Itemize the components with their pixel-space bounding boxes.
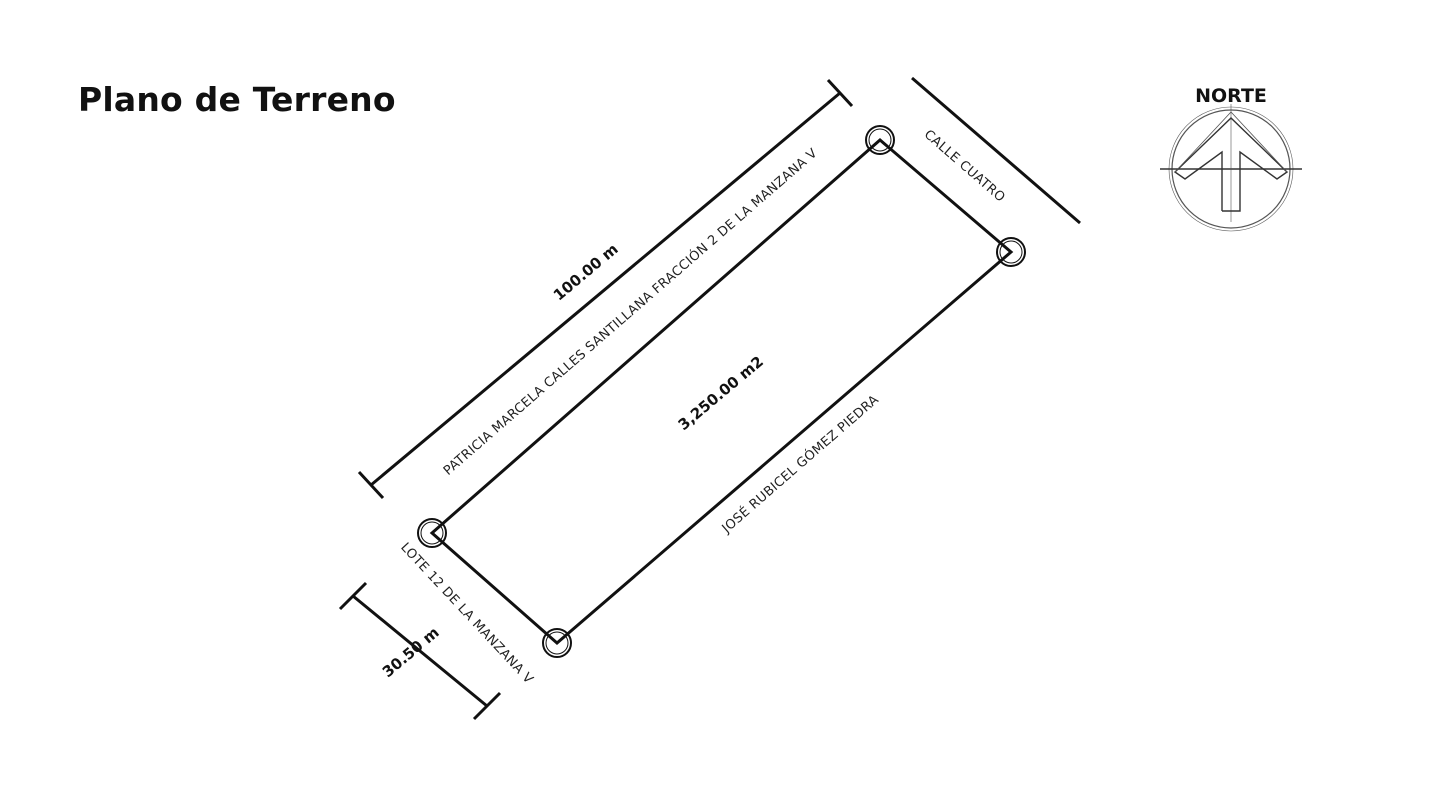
northwest-boundary-label: PATRICIA MARCELA CALLES SANTILLANA FRACC…	[440, 145, 820, 479]
street-line	[911, 76, 1081, 225]
corner-marker-east	[996, 237, 1026, 267]
compass-arrow-icon	[1160, 104, 1302, 232]
long-dimension-line	[357, 78, 854, 500]
long-dimension-label: 100.00 m	[550, 240, 622, 304]
north-compass: NORTE	[1160, 85, 1302, 232]
corner-marker-south	[542, 628, 572, 658]
southeast-boundary-label: JOSÉ RUBICEL GÓMEZ PIEDRA	[718, 392, 882, 537]
area-label: 3,250.00 m2	[675, 352, 767, 433]
north-label: NORTE	[1195, 85, 1267, 107]
short-dimension-label: 30.50 m	[379, 623, 443, 681]
corner-marker-north	[865, 125, 895, 155]
short-dimension-line	[338, 581, 502, 721]
northeast-boundary-label: CALLE CUATRO	[921, 127, 1008, 205]
page-title: Plano de Terreno	[78, 80, 396, 119]
corner-marker-west	[417, 518, 447, 548]
lot-outline	[429, 138, 1014, 645]
